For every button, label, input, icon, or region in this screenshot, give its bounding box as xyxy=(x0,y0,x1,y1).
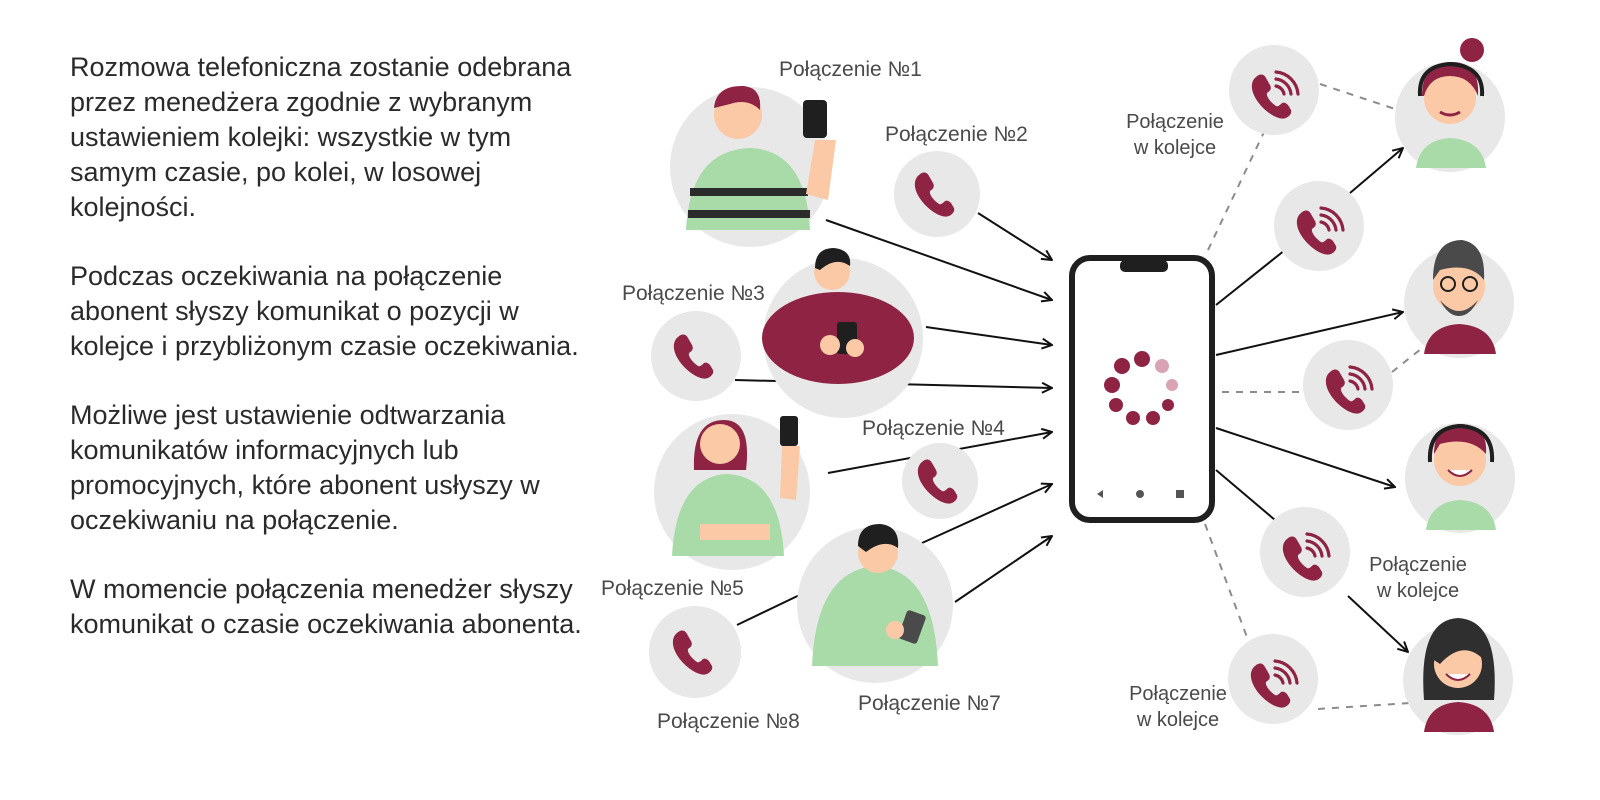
queue-links xyxy=(1204,83,1427,710)
description-paragraph-3: Możliwe jest ustawienie odtwarzania komu… xyxy=(70,400,540,535)
call-label-8: Połączenie №8 xyxy=(657,710,800,733)
caller-avatar-1 xyxy=(670,85,836,247)
manager-avatar-1 xyxy=(1395,38,1505,172)
phone-icon xyxy=(651,311,741,401)
phone-ringing-icon xyxy=(1228,634,1318,724)
loading-spinner-icon xyxy=(1104,351,1178,425)
manager-avatar-3 xyxy=(1405,423,1515,533)
phone-icon xyxy=(902,443,978,519)
manager-avatar-2 xyxy=(1404,240,1514,358)
queue-label-3-line1: Połączenie xyxy=(1129,683,1227,705)
home-nav-icon xyxy=(1136,490,1144,498)
description-paragraph-2: Podczas oczekiwania na połączenie abonen… xyxy=(70,261,579,361)
caller-avatar-3 xyxy=(654,414,810,570)
description-panel: Rozmowa telefoniczna zostanie odebrana p… xyxy=(70,50,590,676)
phone-ringing-icon xyxy=(1260,507,1350,597)
smartphone xyxy=(1069,255,1215,523)
queue-label-2-line1: Połączenie xyxy=(1369,554,1467,576)
call-label-7: Połączenie №7 xyxy=(858,692,1001,715)
phone-ringing-icon xyxy=(1274,181,1364,271)
caller-avatar-4 xyxy=(797,524,953,683)
call-label-1: Połączenie №1 xyxy=(779,58,922,81)
description-paragraph-1: Rozmowa telefoniczna zostanie odebrana p… xyxy=(70,52,572,222)
queue-label-3-line2: w kolejce xyxy=(1136,709,1219,731)
phone-ringing-icon xyxy=(1229,45,1319,135)
call-label-2: Połączenie №2 xyxy=(885,123,1028,146)
queue-label-1-line2: w kolejce xyxy=(1133,137,1216,159)
call-label-5: Połączenie №5 xyxy=(601,577,744,600)
queue-label-2-line2: w kolejce xyxy=(1376,580,1459,602)
call-label-3: Połączenie №3 xyxy=(622,282,765,305)
manager-avatar-4 xyxy=(1403,618,1513,735)
phone-ringing-icon xyxy=(1303,340,1393,430)
recents-nav-icon xyxy=(1176,490,1184,498)
queue-label-1-line1: Połączenie xyxy=(1126,111,1224,133)
description-paragraph-4: W momencie połączenia menedżer słyszy ko… xyxy=(70,574,582,639)
back-nav-icon xyxy=(1097,490,1103,498)
caller-avatar-2 xyxy=(762,248,923,418)
phone-icon xyxy=(894,151,980,237)
phone-icon xyxy=(649,606,741,698)
call-label-4: Połączenie №4 xyxy=(862,417,1005,440)
